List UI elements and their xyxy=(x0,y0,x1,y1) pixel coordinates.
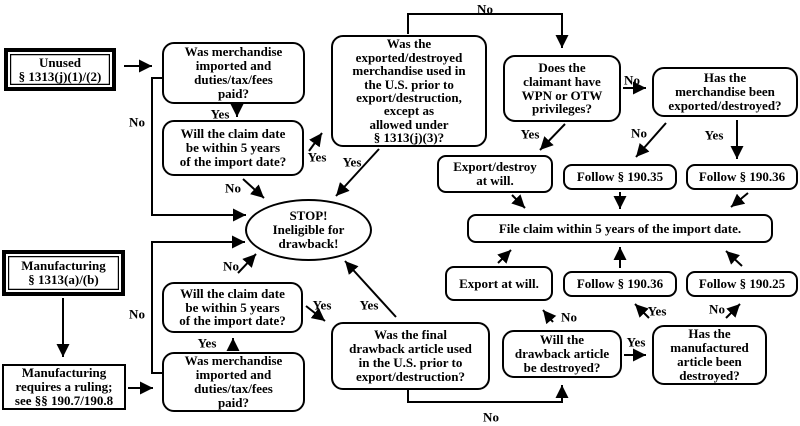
node-export-at-will: Export at will. xyxy=(445,266,553,301)
edge-label-no: No xyxy=(631,125,647,141)
edge-label-no: No xyxy=(709,301,725,317)
arrow-hasmerch-no-19035 xyxy=(635,122,667,158)
edge-label-no: No xyxy=(225,180,241,196)
arrow-claimant-yes-exportdestroy xyxy=(539,123,566,151)
node-exported-destroyed-merch-used: Was the exported/destroyed merchandise u… xyxy=(331,35,487,147)
edge-label-yes: Yes xyxy=(342,154,362,170)
arrow-wasmerch2-no-stop xyxy=(151,235,245,374)
edge-label-no: No xyxy=(477,1,493,17)
node-follow-190-36-top: Follow § 190.36 xyxy=(686,164,798,190)
node-unused-1313j: Unused § 1313(j)(1)/(2) xyxy=(4,48,116,91)
node-drawback-article-destroyed: Will the drawback article be destroyed? xyxy=(502,330,622,378)
node-stop-ineligible: STOP! Ineligible for drawback! xyxy=(245,199,372,261)
node-follow-190-25: Follow § 190.25 xyxy=(686,271,798,297)
node-follow-190-35: Follow § 190.35 xyxy=(563,164,677,190)
arrow-willdestroyed-no-exportatwill xyxy=(542,309,557,325)
edge-label-yes: Yes xyxy=(626,334,646,350)
edge-label-yes: Yes xyxy=(307,149,327,165)
arrow-manufdestroyed-no-19025 xyxy=(725,303,741,319)
edge-label-no: No xyxy=(129,306,145,322)
node-follow-190-36-bottom: Follow § 190.36 xyxy=(563,271,677,297)
node-claimant-wpn-otw-privileges: Does the claimant have WPN or OTW privil… xyxy=(503,55,621,122)
node-was-merchandise-imported-bottom: Was merchandise imported and duties/tax/… xyxy=(162,352,305,412)
node-merchandise-exported-destroyed: Has the merchandise been exported/destro… xyxy=(652,67,798,117)
node-export-destroy-at-will: Export/destroy at will. xyxy=(437,155,553,193)
edge-label-no: No xyxy=(483,409,499,425)
node-claim-date-within-5-years-bottom: Will the claim date be within 5 years of… xyxy=(162,282,303,333)
arrow-19036-fileclaim xyxy=(730,192,749,208)
node-file-claim-5-years: File claim within 5 years of the import … xyxy=(467,214,773,243)
node-manufactured-article-destroyed: Has the manufactured article been destro… xyxy=(652,325,767,385)
arrow-claimdate2-yes-finalarticle xyxy=(305,305,326,322)
arrow-claimdate-no-stop xyxy=(242,178,265,199)
arrow-exportdestroy-fileclaim xyxy=(511,194,526,209)
node-manufacturing-1313ab: Manufacturing § 1313(a)/(b) xyxy=(2,250,125,296)
arrow-bigbox-yes-stop xyxy=(335,148,380,197)
node-was-merchandise-imported-top: Was merchandise imported and duties/tax/… xyxy=(162,42,305,104)
edge-label-yes: Yes xyxy=(210,106,230,122)
edge-label-no: No xyxy=(561,309,577,325)
node-final-drawback-article-used: Was the final drawback article used in t… xyxy=(331,322,490,390)
edge-label-yes: Yes xyxy=(359,297,379,313)
arrow-19025-fileclaim xyxy=(725,250,743,267)
edge-label-no: No xyxy=(624,72,640,88)
edge-label-yes: Yes xyxy=(197,335,217,351)
node-claim-date-within-5-years-top: Will the claim date be within 5 years of… xyxy=(162,120,304,176)
edge-label-no: No xyxy=(129,114,145,130)
arrow-claimdate-yes-bigbox xyxy=(308,132,323,152)
arrow-wasmerch-no-stop xyxy=(151,77,246,222)
arrow-finalarticle-no-willdestroyed xyxy=(407,385,569,403)
arrow-exportatwill-fileclaim xyxy=(497,249,512,264)
arrow-finalarticle-yes-stop xyxy=(344,260,397,318)
edge-label-yes: Yes xyxy=(312,297,332,313)
edge-label-yes: Yes xyxy=(520,126,540,142)
arrow-claimdate2-no-stop xyxy=(237,253,257,274)
arrow-manufdestroyed-yes-19036b xyxy=(634,303,650,319)
arrow-bigbox-no-claimant xyxy=(407,13,569,48)
edge-label-no: No xyxy=(223,258,239,274)
edge-label-yes: Yes xyxy=(647,303,667,319)
node-manufacturing-requires-ruling: Manufacturing requires a ruling; see §§ … xyxy=(2,364,126,410)
edge-label-yes: Yes xyxy=(704,127,724,143)
